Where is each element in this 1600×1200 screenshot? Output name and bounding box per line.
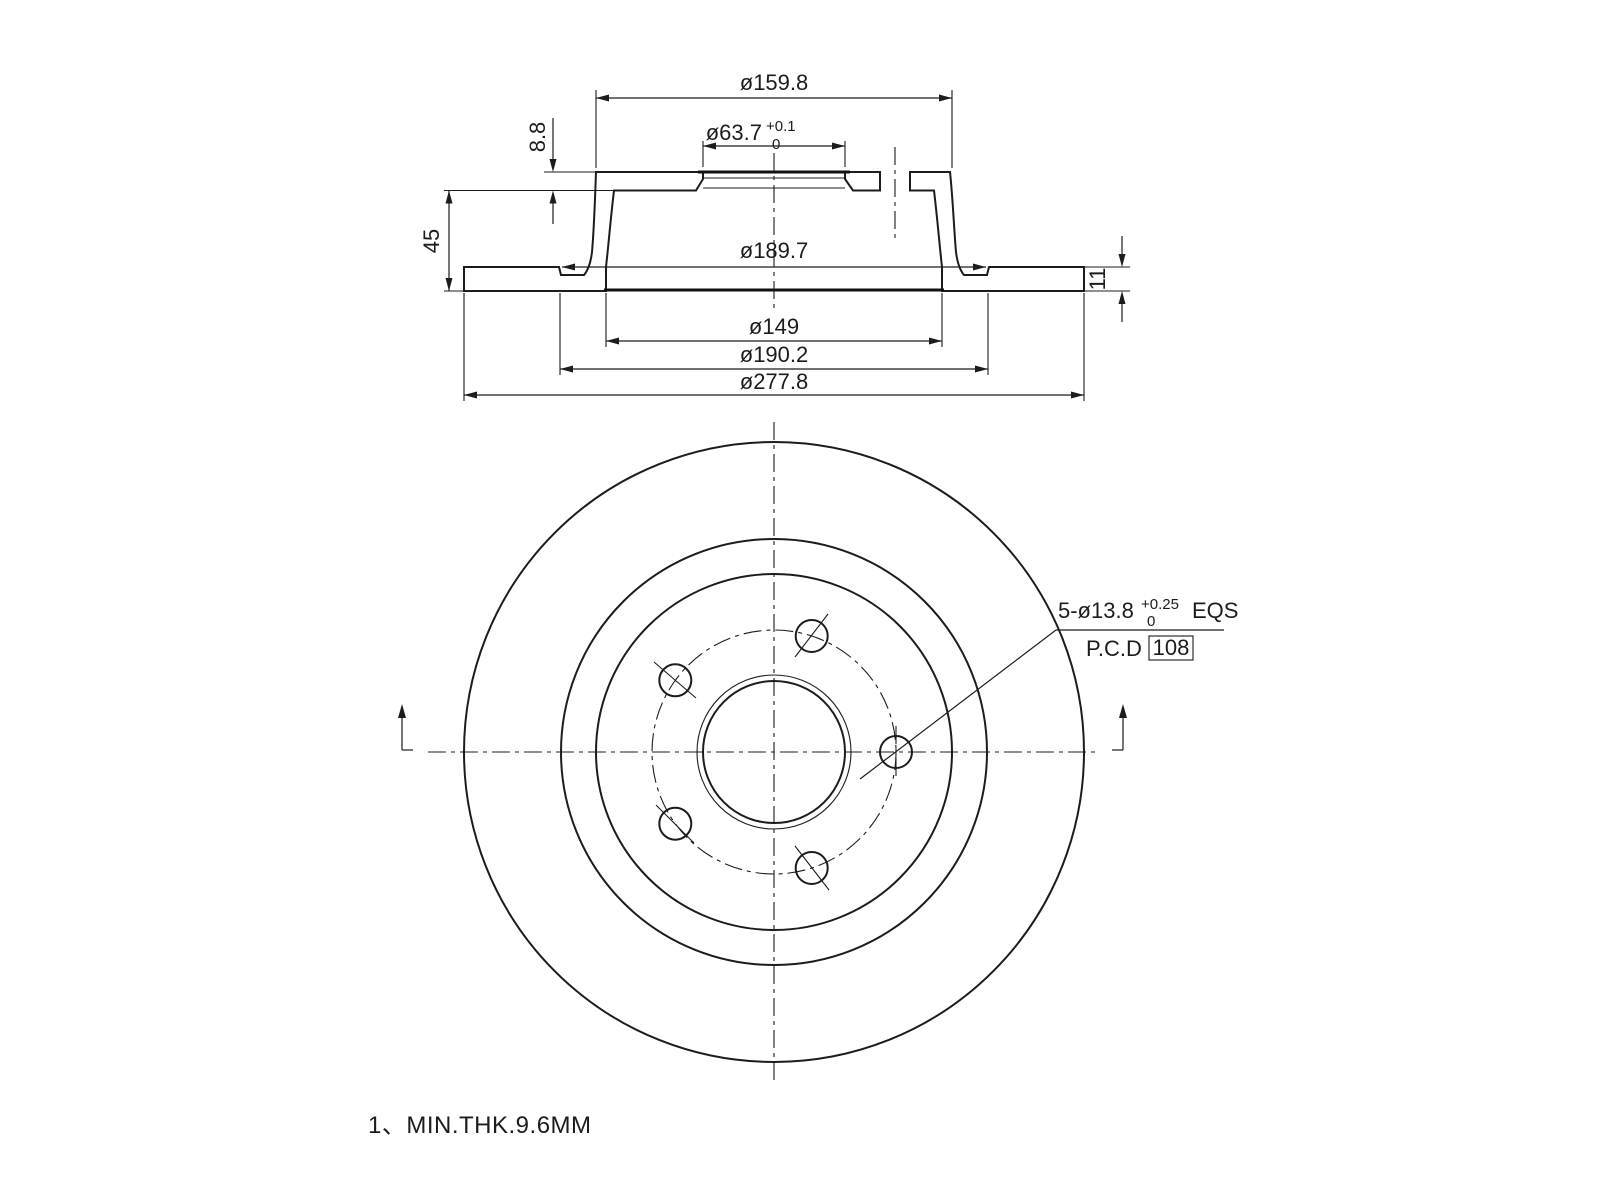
bolt-hole-bottom <box>794 845 830 891</box>
dim-friction-inner: ø149 <box>605 293 943 347</box>
front-view: 5-ø13.8 +0.25 0 EQS P.C.D 108 <box>398 422 1238 1082</box>
dim-bore-label: ø63.7 <box>706 120 762 145</box>
hat-outer-circle <box>595 573 953 931</box>
section-plate-block-right-inner <box>844 171 881 192</box>
bolt-hole-upper-left <box>653 661 697 699</box>
dim-overall-height-label: 45 <box>419 229 444 253</box>
bolt-hole-top-right <box>794 613 829 658</box>
bolt-holes-suffix: EQS <box>1192 598 1238 623</box>
dim-bore: ø63.7 +0.1 0 <box>702 118 846 167</box>
dim-hat-base: ø189.7 <box>562 238 986 271</box>
bolt-hole-callout: 5-ø13.8 +0.25 0 EQS P.C.D 108 <box>859 596 1238 780</box>
dim-bore-tol-lower: 0 <box>772 136 780 153</box>
dim-outer-diameter: ø277.8 <box>463 293 1085 401</box>
dim-groove-outer-label: ø190.2 <box>740 342 809 367</box>
section-arrow-right <box>1112 704 1127 751</box>
leader-line <box>859 629 1057 780</box>
pcd-value-box <box>1148 635 1194 661</box>
pcd-value: 108 <box>1153 635 1190 660</box>
section-left-profile <box>463 171 704 292</box>
section-arrow-left <box>398 704 413 751</box>
bolt-holes-tol-lower: 0 <box>1147 613 1155 630</box>
outer-diameter-circle <box>463 441 1085 1063</box>
bore-chamfer-circle <box>696 674 852 830</box>
bore-circle <box>702 680 846 824</box>
dim-disc-thickness: 11 <box>1084 236 1130 322</box>
dim-outer-diameter-label: ø277.8 <box>740 369 809 394</box>
dim-hat-outer-label: ø159.8 <box>740 70 809 95</box>
dim-hat-plate-thickness-label: 8.8 <box>525 122 550 153</box>
bolt-holes-tol-upper: +0.25 <box>1141 596 1179 613</box>
dim-bore-tol-upper: +0.1 <box>766 118 796 135</box>
bolt-hole-lower-left <box>655 804 695 844</box>
dim-hat-base-label: ø189.7 <box>740 238 809 263</box>
pcd-label: P.C.D <box>1086 636 1142 661</box>
dim-hat-outer: ø159.8 <box>595 70 953 168</box>
section-right-profile <box>909 171 1085 292</box>
dim-hat-plate-thickness: 8.8 <box>444 118 614 224</box>
groove-outer-circle <box>560 538 988 966</box>
bolt-holes-label: 5-ø13.8 <box>1058 598 1134 623</box>
dim-overall-height: 45 <box>419 190 464 292</box>
min-thickness-note: 1、MIN.THK.9.6MM <box>368 1112 592 1139</box>
dim-friction-inner-label: ø149 <box>749 314 799 339</box>
section-view: ø159.8 ø63.7 +0.1 0 8.8 <box>419 70 1130 401</box>
dim-disc-thickness-label: 11 <box>1085 268 1110 291</box>
dim-groove-outer: ø190.2 <box>559 293 989 375</box>
